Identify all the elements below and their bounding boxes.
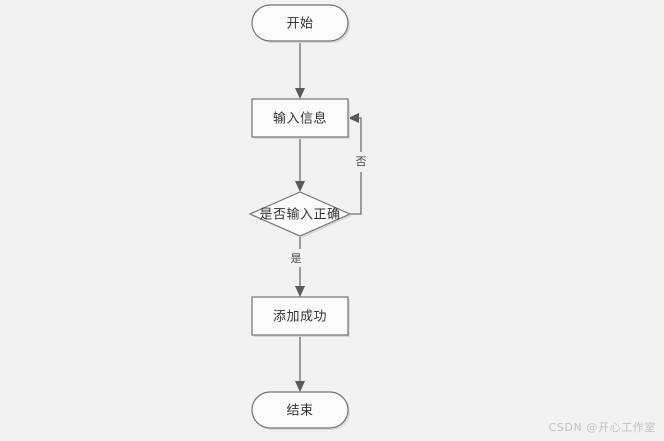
node-start[interactable]: 开始 (251, 4, 350, 43)
node-check-input-label: 是否输入正确 (259, 207, 340, 223)
node-start-label: 开始 (286, 17, 313, 32)
node-input-info[interactable]: 输入信息 (251, 98, 350, 139)
edge-check-to-input-loop: 否 (348, 113, 370, 215)
edge-label-no: 否 (356, 155, 367, 168)
node-add-success-label: 添加成功 (273, 310, 327, 325)
edge-input-to-check (295, 137, 305, 192)
edge-check-to-success: 是 (288, 236, 305, 297)
edge-success-to-end (295, 335, 305, 392)
node-input-info-label: 输入信息 (273, 111, 327, 127)
watermark-text: CSDN @开心工作室 (548, 421, 656, 434)
node-end-label: 结束 (286, 404, 313, 419)
node-check-input[interactable]: 是否输入正确 (248, 191, 352, 238)
edge-start-to-input (295, 41, 305, 99)
edge-label-yes: 是 (291, 252, 302, 265)
node-add-success[interactable]: 添加成功 (251, 296, 350, 337)
node-end[interactable]: 结束 (251, 391, 350, 430)
